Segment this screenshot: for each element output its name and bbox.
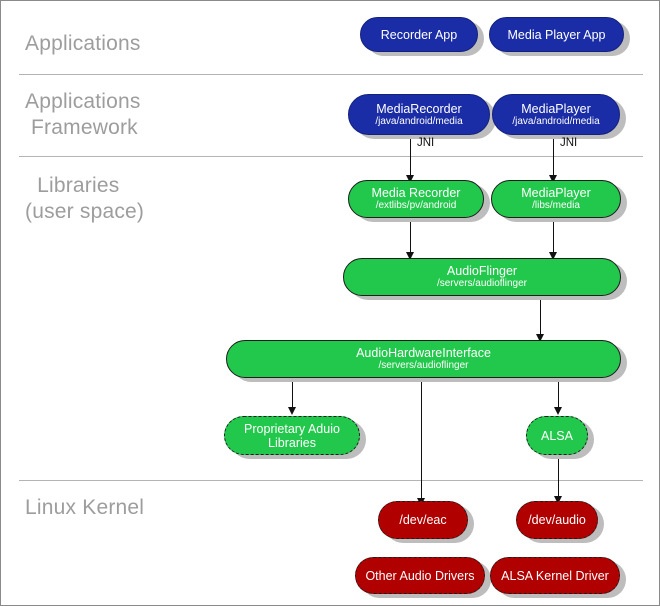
node-mediarecorder-framework-title: MediaRecorder [376, 101, 462, 116]
node-audiohardwareinterface-path: /servers/audioflinger [378, 360, 469, 371]
node-proprietary-audio-libs[interactable]: Proprietary Aduio Libraries [224, 416, 360, 455]
arrowhead-mediaplayer-lib [549, 175, 557, 183]
node-proprietary-audio-libs-title2: Libraries [268, 435, 316, 450]
node-mediarecorder-framework-path: /java/android/media [375, 115, 463, 127]
node-other-audio-drivers[interactable]: Other Audio Drivers [355, 557, 485, 594]
node-media-recorder-lib-path: /extlibs/pv/android [375, 200, 457, 211]
arrowhead-alsa [554, 407, 562, 415]
connector-alsa-dev-audio [558, 456, 560, 502]
connector-audioflinger-ahi [540, 300, 542, 340]
edge-label-jni-player: JNI [560, 137, 578, 149]
node-mediaplayer-lib[interactable]: MediaPlayer /libs/media [491, 180, 621, 218]
node-media-player-app[interactable]: Media Player App [489, 17, 624, 52]
arrowhead-dev-audio [554, 496, 562, 504]
divider-framework-libraries [19, 156, 643, 157]
edge-label-jni-recorder: JNI [417, 137, 435, 149]
node-dev-audio[interactable]: /dev/audio [516, 501, 598, 539]
connector-ahi-proprietary [292, 376, 294, 412]
node-alsa[interactable]: ALSA [526, 416, 588, 455]
node-recorder-app[interactable]: Recorder App [360, 17, 478, 52]
node-mediaplayer-framework-path: /java/android/media [512, 115, 600, 127]
arrowhead-audioflinger-right [549, 252, 557, 260]
node-alsa-kernel-driver-title: ALSA Kernel Driver [501, 568, 609, 583]
node-media-player-app-title: Media Player App [507, 27, 606, 42]
node-dev-eac-title: /dev/eac [399, 513, 447, 527]
layer-label-linux-kernel: Linux Kernel [25, 496, 145, 519]
arrowhead-proprietary [288, 407, 296, 415]
node-audioflinger-title: AudioFlinger [446, 264, 518, 278]
node-mediaplayer-lib-title: MediaPlayer [521, 186, 591, 200]
node-mediarecorder-framework[interactable]: MediaRecorder /java/android/media [348, 94, 490, 135]
node-dev-eac[interactable]: /dev/eac [378, 501, 468, 539]
node-mediaplayer-framework[interactable]: MediaPlayer /java/android/media [492, 94, 620, 135]
node-recorder-app-title: Recorder App [380, 27, 458, 42]
divider-applications-framework [19, 74, 643, 75]
connector-ahi-alsa [558, 376, 560, 412]
layer-label-libraries: Libraries (user space) [25, 174, 145, 223]
node-proprietary-audio-libs-title: Proprietary Aduio [244, 421, 340, 436]
connector-mediarecorder-jni [410, 139, 412, 181]
arrowhead-mediarecorder-lib [406, 175, 414, 183]
connector-ahi-dev-eac [421, 376, 423, 504]
node-mediaplayer-lib-path: /libs/media [532, 200, 580, 211]
connector-mediaplayer-audioflinger [553, 220, 555, 258]
connector-mediarecorder-audioflinger [410, 220, 412, 258]
node-audioflinger[interactable]: AudioFlinger /servers/audioflinger [343, 258, 621, 296]
layer-label-applications-framework: Applications Framework [25, 90, 141, 139]
node-alsa-kernel-driver[interactable]: ALSA Kernel Driver [490, 557, 620, 594]
arrowhead-ahi [536, 334, 544, 342]
connector-mediaplayer-jni [553, 139, 555, 181]
arrowhead-audioflinger-left [406, 252, 414, 260]
node-dev-audio-title: /dev/audio [528, 513, 586, 527]
node-mediaplayer-framework-title: MediaPlayer [521, 101, 591, 116]
node-media-recorder-lib-title: Media Recorder [371, 186, 461, 200]
node-media-recorder-lib[interactable]: Media Recorder /extlibs/pv/android [348, 180, 484, 218]
node-alsa-title: ALSA [541, 428, 573, 443]
node-audiohardwareinterface[interactable]: AudioHardwareInterface /servers/audiofli… [226, 340, 621, 378]
node-other-audio-drivers-title: Other Audio Drivers [365, 568, 475, 583]
node-audiohardwareinterface-title: AudioHardwareInterface [356, 346, 491, 360]
divider-libraries-kernel [19, 480, 643, 481]
layer-label-applications: Applications [25, 32, 141, 55]
node-audioflinger-path: /servers/audioflinger [436, 278, 528, 289]
